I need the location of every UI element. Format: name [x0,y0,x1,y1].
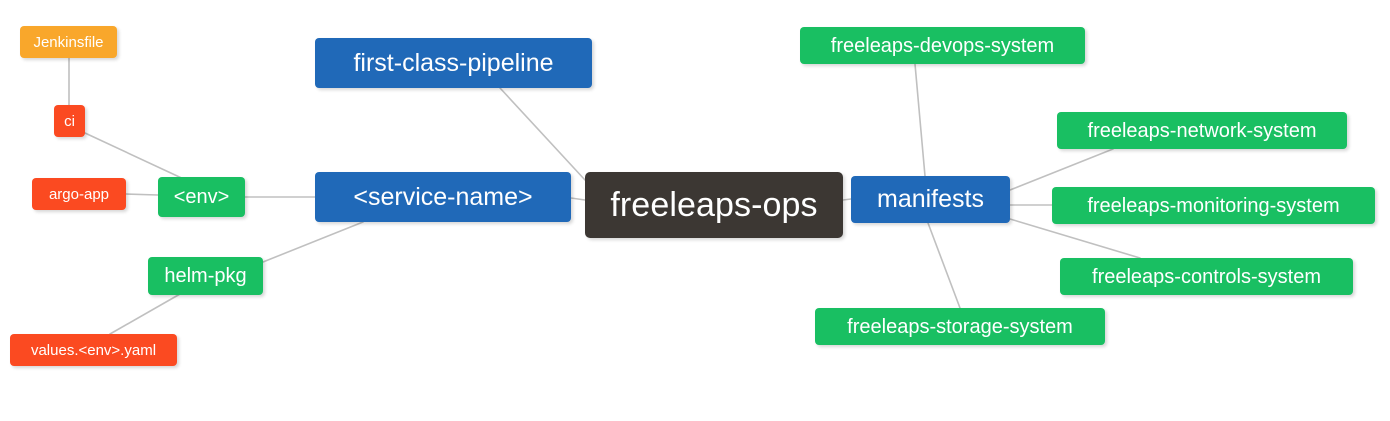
node-label: first-class-pipeline [353,48,554,77]
node-label: Jenkinsfile [33,33,104,51]
node-label: <env> [173,186,230,208]
node-label: argo-app [48,185,110,203]
edge-root-to-service [570,197,586,201]
node-label: ci [64,112,75,130]
node-label: freeleaps-network-system [1087,119,1317,142]
node-label: values.<env>.yaml [30,341,157,359]
node-monitoring[interactable]: freeleaps-monitoring-system [1052,187,1375,224]
node-label: freeleaps-storage-system [847,315,1073,338]
node-argoapp[interactable]: argo-app [32,178,126,210]
edge-root-to-pipeline [499,87,586,181]
node-ci[interactable]: ci [54,105,85,137]
node-label: freeleaps-controls-system [1092,265,1321,288]
node-valuesyaml[interactable]: values.<env>.yaml [10,334,177,366]
node-network[interactable]: freeleaps-network-system [1057,112,1347,149]
node-manifests[interactable]: manifests [851,176,1010,223]
node-label: freeleaps-monitoring-system [1087,194,1340,217]
edge-service-to-helmpkg [262,221,364,263]
node-label: <service-name> [353,182,533,211]
edge-env-to-argoapp [125,193,159,196]
node-jenkinsfile[interactable]: Jenkinsfile [20,26,117,58]
edge-manifests-to-devops [914,63,926,177]
node-helmpkg[interactable]: helm-pkg [148,257,263,295]
edge-helmpkg-to-valuesyaml [109,293,181,335]
node-env[interactable]: <env> [158,177,245,217]
edge-manifests-to-network [1009,148,1114,191]
node-pipeline[interactable]: first-class-pipeline [315,38,592,88]
edge-env-to-ci [84,132,189,182]
node-service[interactable]: <service-name> [315,172,571,222]
node-label: helm-pkg [164,265,247,287]
edge-manifests-to-storage [927,222,961,309]
edge-manifests-to-controls [1009,218,1141,259]
node-root[interactable]: freeleaps-ops [585,172,843,238]
edge-root-to-manifests [842,198,852,201]
node-label: freeleaps-ops [610,186,818,224]
node-label: freeleaps-devops-system [830,34,1055,57]
node-storage[interactable]: freeleaps-storage-system [815,308,1105,345]
node-devops[interactable]: freeleaps-devops-system [800,27,1085,64]
node-controls[interactable]: freeleaps-controls-system [1060,258,1353,295]
node-label: manifests [877,185,984,213]
